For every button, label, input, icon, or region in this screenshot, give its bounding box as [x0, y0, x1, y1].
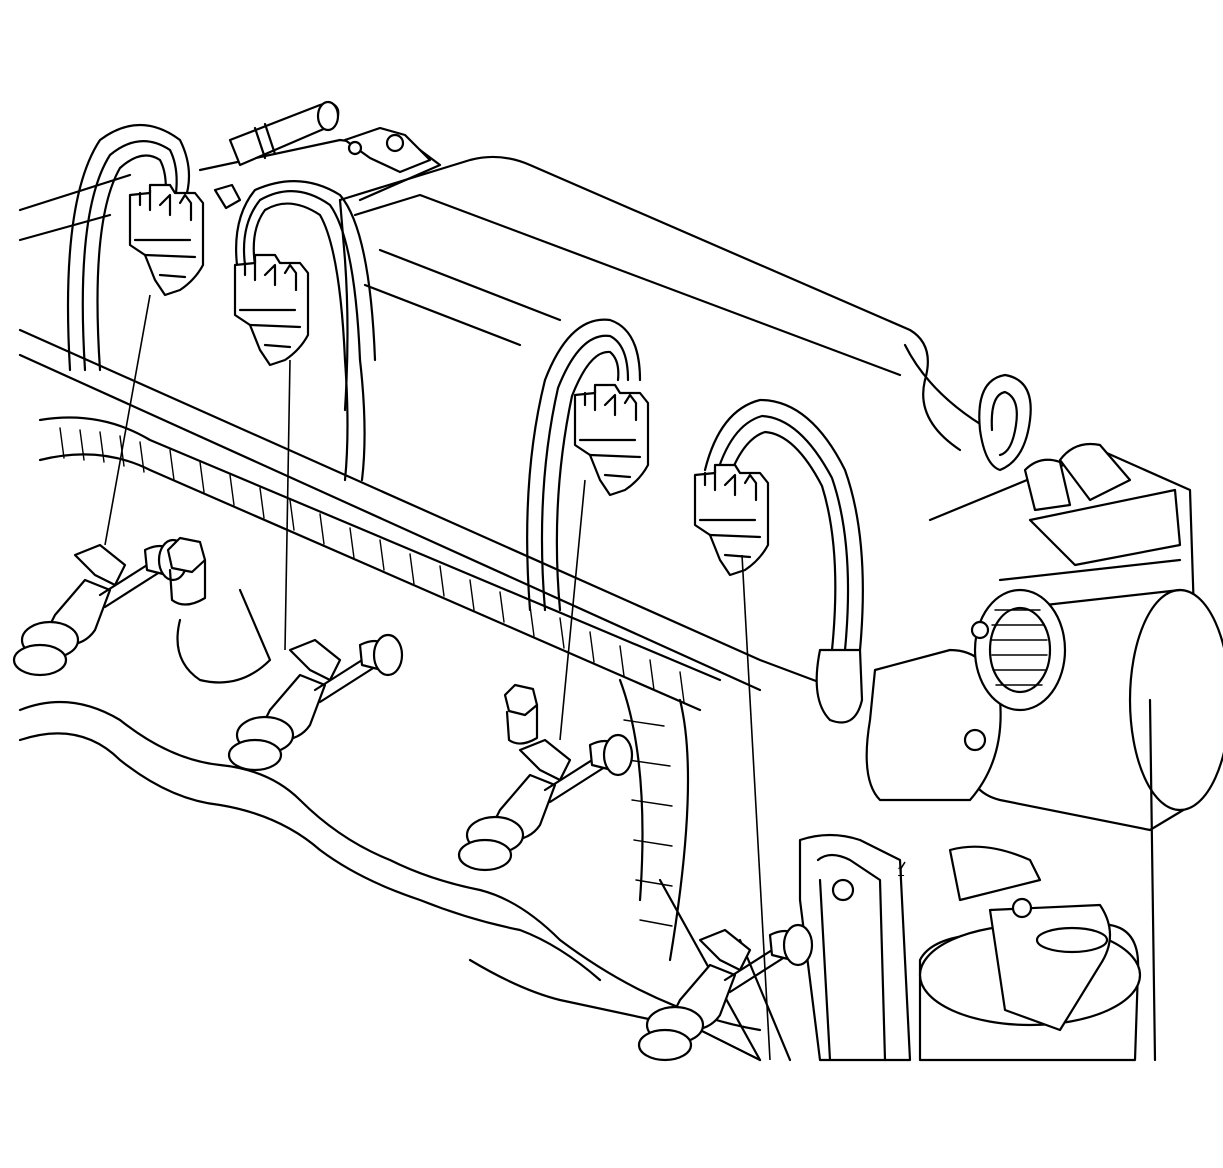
- fuel-injector: [227, 633, 404, 772]
- harness-loop-2: [235, 180, 377, 482]
- harness-connectors: [128, 183, 770, 577]
- lifting-eye: [978, 373, 1032, 472]
- callout-label: 1: [897, 863, 905, 879]
- mounting-bracket: [343, 126, 432, 174]
- harness-connector: [573, 383, 650, 497]
- fuel-injector: [12, 538, 189, 677]
- fuel-injector: [457, 733, 634, 872]
- harness-connector: [128, 183, 205, 297]
- lower-manifold: [18, 588, 792, 1062]
- harness-loop-3: [526, 318, 642, 612]
- fuel-injector: [637, 923, 814, 1062]
- rail-bolts: [166, 536, 539, 745]
- harness-loop-4: [703, 398, 864, 724]
- harness-loop-1: [66, 123, 191, 372]
- throttle-body: [865, 442, 1223, 832]
- lower-right-components: [798, 698, 1157, 1062]
- harness-connector: [693, 463, 770, 577]
- fuel-injectors: [12, 538, 814, 1062]
- leader-lines: [104, 294, 906, 1061]
- top-vent-pipe: [228, 100, 340, 167]
- harness-connector: [233, 253, 310, 367]
